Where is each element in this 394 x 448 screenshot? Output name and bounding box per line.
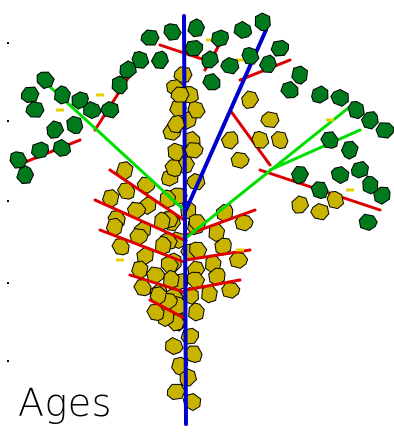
ages-label: Ages <box>18 384 112 422</box>
leaf-icon <box>112 76 128 95</box>
margin-tick <box>7 282 9 284</box>
leaf-icon <box>310 202 331 220</box>
leaf-icon <box>34 68 57 91</box>
leaf-icon <box>291 65 308 84</box>
leaf-icon <box>187 17 206 38</box>
leaf-icon <box>29 140 51 160</box>
leaf-icon <box>329 87 351 108</box>
leaf-icon <box>65 115 84 136</box>
margin-tick <box>7 120 9 122</box>
leaf-icon <box>289 163 311 186</box>
trunk <box>184 16 186 424</box>
leaf-icon <box>141 30 159 45</box>
leaf-icon <box>270 40 290 58</box>
leaf-icon <box>238 88 261 111</box>
margin-tick <box>7 360 9 362</box>
leaf-icon <box>180 327 201 345</box>
leaf-icon <box>54 85 71 105</box>
leaf-icon <box>231 19 254 41</box>
leaf-icon <box>185 143 204 159</box>
leaf-icon <box>260 111 279 128</box>
leaf-icon <box>288 193 311 216</box>
leaf-icon <box>20 86 40 104</box>
leaf-icon <box>188 303 204 322</box>
leaf-icon <box>269 129 289 151</box>
leaf-icon <box>50 137 73 160</box>
leaf-icon <box>26 102 45 118</box>
leaf-icon <box>150 49 172 72</box>
leaf-icon <box>376 123 394 138</box>
leaf-icon <box>230 152 250 170</box>
leaf-icon <box>209 28 231 48</box>
margin-tick <box>7 200 9 202</box>
leaf-icon <box>43 118 66 141</box>
leaf-icon <box>250 129 271 151</box>
leaf-icon <box>340 139 360 161</box>
leaf-icon <box>358 213 379 231</box>
margin-tick <box>7 42 9 44</box>
leaf-icon <box>329 163 352 185</box>
leaf-icon <box>254 12 271 31</box>
leaf-icon <box>200 71 223 94</box>
leaf-icon <box>161 20 184 43</box>
leaf-icon <box>308 84 331 106</box>
